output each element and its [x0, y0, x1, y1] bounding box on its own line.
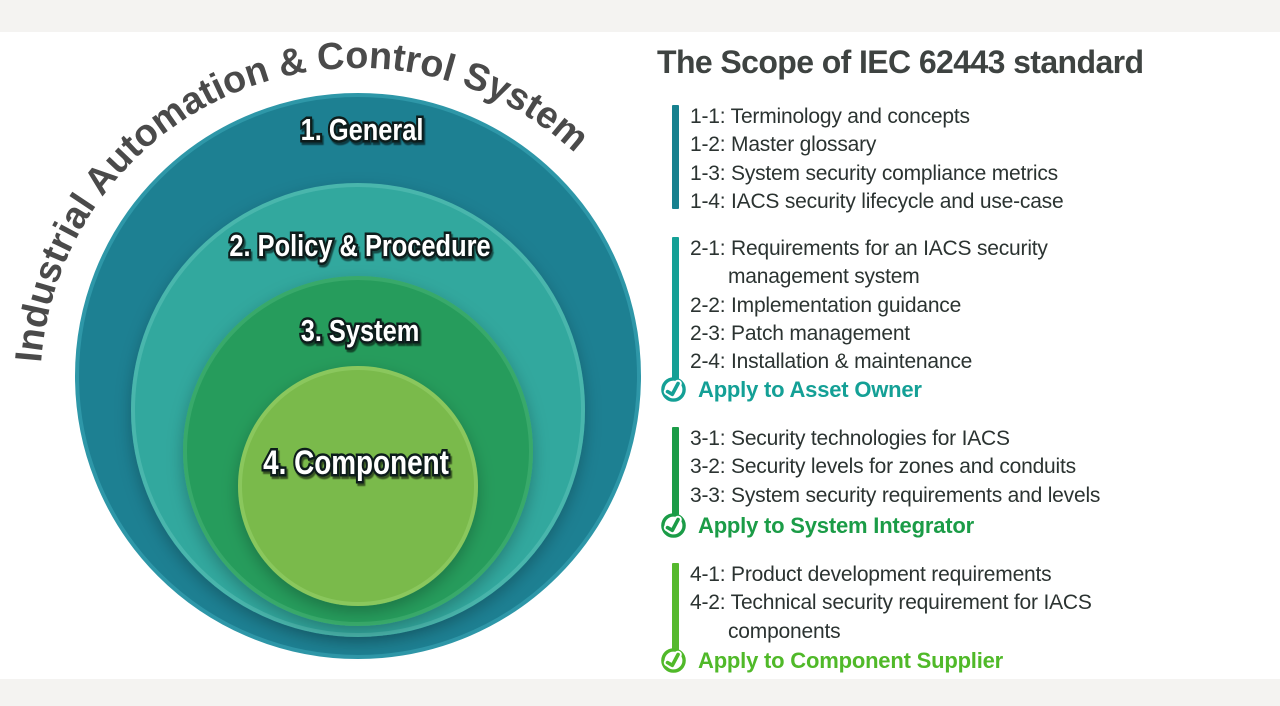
scope-item: 2-1: Requirements for an IACS security [690, 237, 1048, 260]
scope-title: The Scope of IEC 62443 standard [657, 44, 1144, 80]
apply-label: Apply to Asset Owner [698, 376, 922, 402]
bottom-strip [0, 679, 1280, 706]
scope-group-items: 3-1: Security technologies for IACS 3-2: … [690, 425, 1168, 510]
scope-item: 1-4: IACS security lifecycle and use-cas… [690, 189, 1064, 213]
scope-group-policy: 2-1: Requirements for an IACS security ma… [661, 235, 1172, 402]
apply-row-system-integrator: Apply to System Integrator [660, 512, 974, 539]
group-accent-bar [672, 563, 679, 651]
check-circle-icon [661, 377, 686, 402]
apply-row-asset-owner: Apply to Asset Owner [660, 376, 922, 403]
group-accent-bar [672, 427, 679, 515]
scope-item: 2-4: Installation & maintenance [690, 350, 973, 374]
check-circle-icon [661, 648, 686, 673]
scope-item: 3-3: System security requirements and le… [690, 483, 1101, 507]
scope-item: 1-3: System security compliance metrics [690, 161, 1058, 185]
scope-item: components [728, 619, 841, 643]
scope-item: management system [728, 265, 920, 289]
scope-group-items: 4-1: Product development requirements 4-2… [690, 561, 1168, 646]
top-strip [0, 0, 1280, 32]
group-accent-bar [672, 105, 679, 209]
scope-item: 4-1: Product development requirements [690, 563, 1052, 586]
apply-label: Apply to Component Supplier [698, 647, 1004, 673]
apply-row-component-supplier: Apply to Component Supplier [660, 647, 1003, 674]
group-accent-bar [672, 237, 679, 383]
scope-item: 2-3: Patch management [690, 321, 910, 345]
scope-item: 1-2: Master glossary [690, 133, 877, 157]
scope-item: 3-1: Security technologies for IACS [690, 427, 1010, 450]
ring-component [238, 366, 478, 606]
scope-item: 4-2: Technical security requirement for … [690, 591, 1092, 615]
ring-label-component: 4. Component [263, 443, 449, 481]
ring-label-policy-procedure: 2. Policy & Procedure [229, 229, 490, 264]
ring-label-general: 1. General [301, 113, 424, 148]
scope-group-items: 2-1: Requirements for an IACS security ma… [690, 235, 1168, 376]
scope-group-items: 1-1: Terminology and concepts 1-2: Master… [690, 103, 1168, 216]
ring-label-system: 3. System [301, 314, 420, 349]
apply-label: Apply to System Integrator [698, 512, 974, 538]
scope-group-system: 3-1: Security technologies for IACS 3-2: … [661, 425, 1172, 538]
check-circle-icon [661, 513, 686, 538]
scope-item: 1-1: Terminology and concepts [690, 105, 970, 128]
scope-item: 3-2: Security levels for zones and condu… [690, 455, 1076, 479]
scope-group-general: 1-1: Terminology and concepts 1-2: Master… [672, 105, 1172, 216]
scope-item: 2-2: Implementation guidance [690, 293, 962, 317]
scope-group-component: 4-1: Product development requirements 4-2… [661, 561, 1172, 673]
